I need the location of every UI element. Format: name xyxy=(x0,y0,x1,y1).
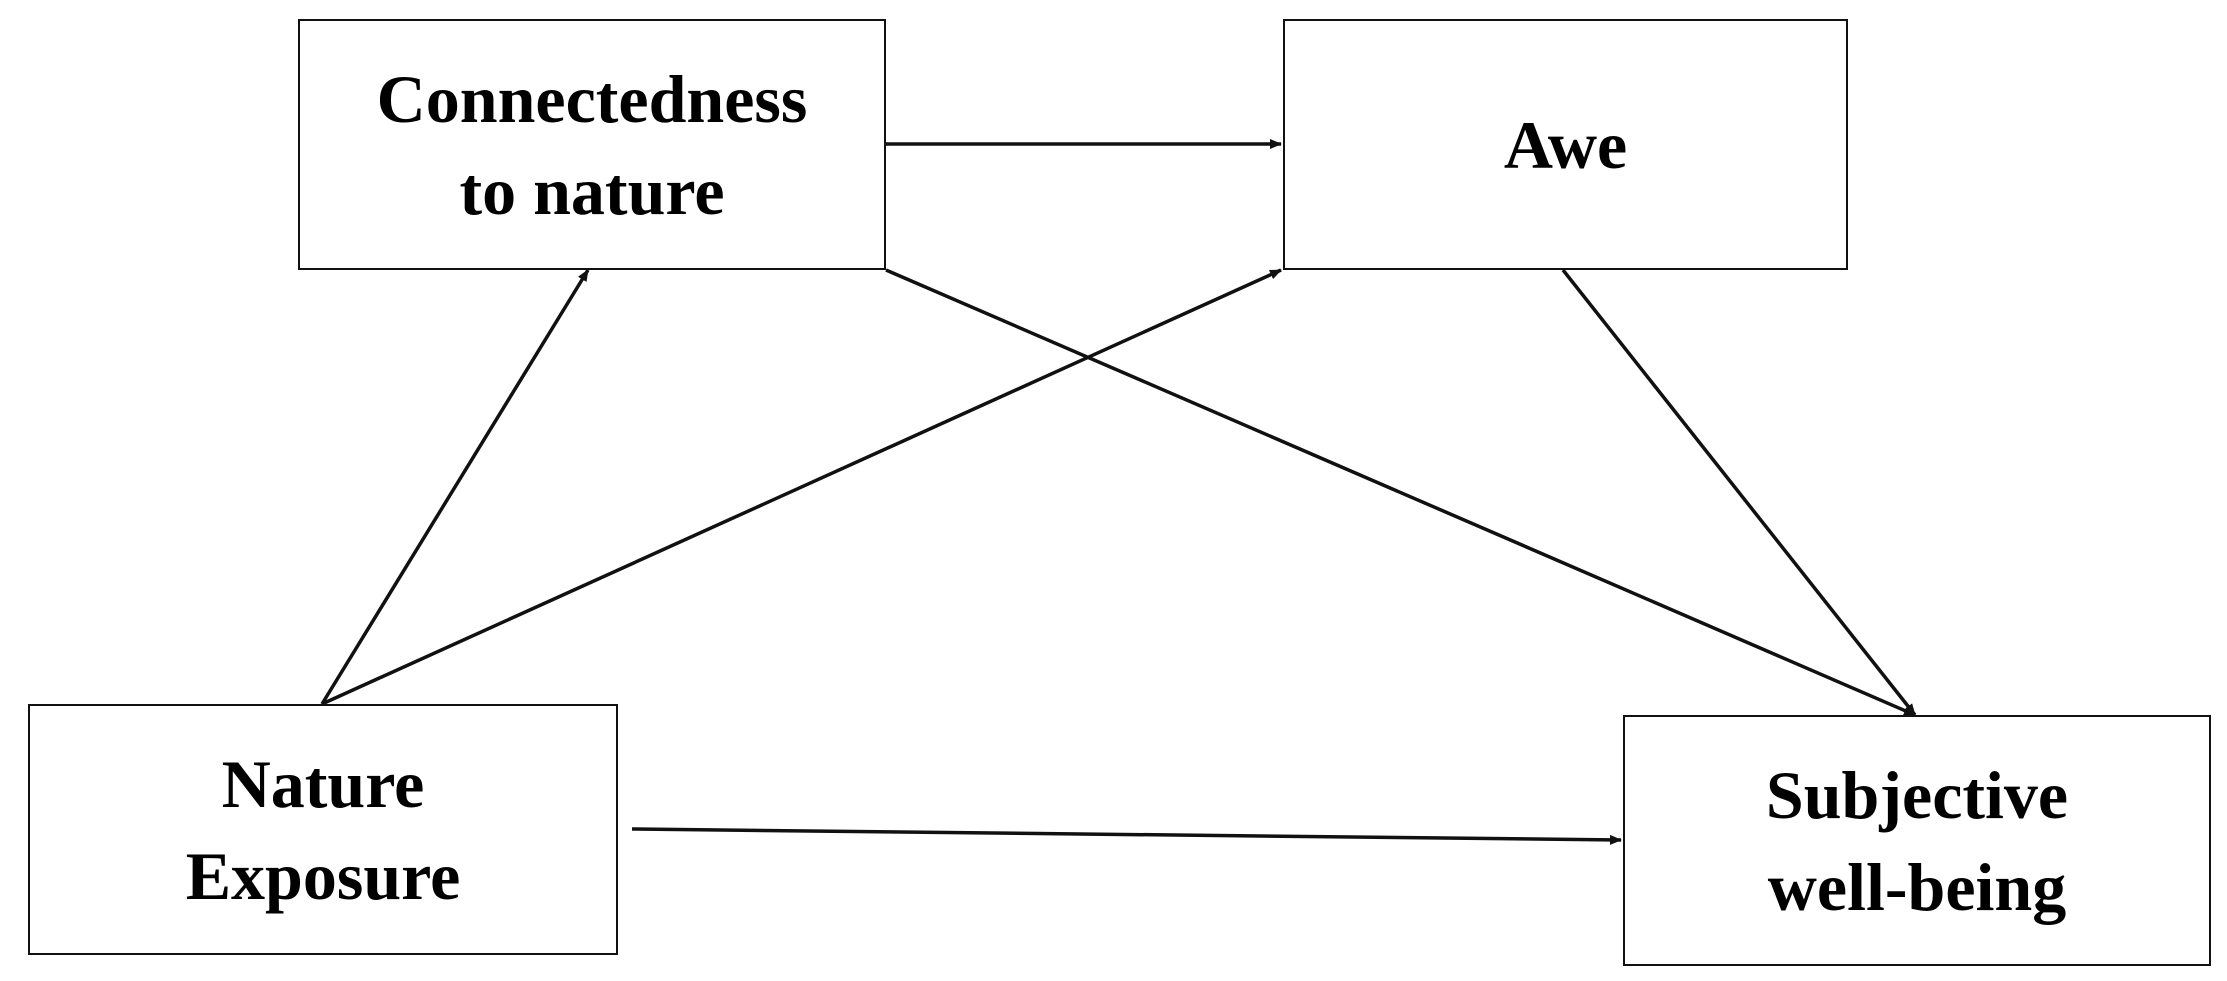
node-label: Nature Exposure xyxy=(185,745,461,914)
node-connectedness-to-nature: Connectedness to nature xyxy=(298,19,886,270)
arrow-connectedness-to-wellbeing xyxy=(885,268,1916,717)
arrow-exposure-to-connectedness xyxy=(320,269,590,705)
arrow-exposure-to-awe xyxy=(321,268,1282,706)
arrow-exposure-to-wellbeing xyxy=(631,827,1622,845)
arrow-awe-to-wellbeing xyxy=(1561,268,1917,717)
node-awe: Awe xyxy=(1283,19,1848,270)
node-label: Subjective well-being xyxy=(1765,756,2069,925)
node-label: Awe xyxy=(1503,106,1628,183)
node-label: Connectedness to nature xyxy=(376,60,808,229)
node-nature-exposure: Nature Exposure xyxy=(28,704,618,955)
node-subjective-well-being: Subjective well-being xyxy=(1623,715,2211,966)
